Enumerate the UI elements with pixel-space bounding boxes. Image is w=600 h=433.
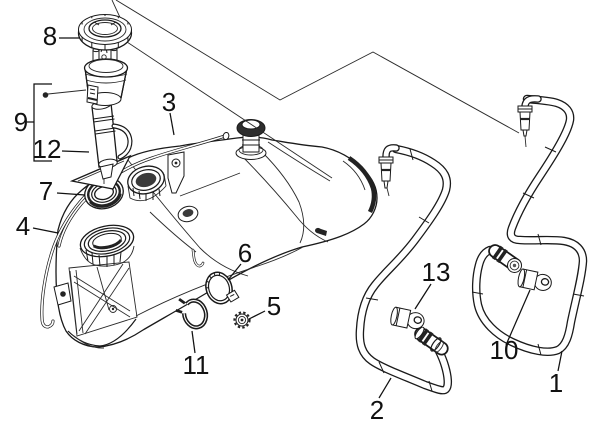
hose-2-connector (414, 326, 449, 356)
part-label-3: 3 (162, 87, 176, 117)
nut-5 (233, 311, 251, 329)
hose-2-fitting (378, 156, 394, 189)
part-label-1: 1 (549, 368, 563, 398)
part-label-4: 4 (16, 211, 30, 241)
tank-screw (109, 305, 117, 313)
tank-vent-hole (177, 205, 199, 223)
part-label-11: 11 (183, 350, 210, 380)
callouts: 8 9 12 3 7 4 6 5 11 13 10 2 1 (14, 21, 563, 425)
tank-filler-opening (79, 224, 135, 258)
fuel-tank (53, 119, 378, 349)
pump-position-line (126, 41, 333, 179)
part-label-10: 10 (490, 335, 519, 365)
part-label-9: 9 (14, 107, 28, 137)
tank-pump-opening (127, 165, 167, 202)
hose-1-connector (488, 244, 522, 273)
fuel-hose-2 (360, 144, 449, 391)
part-label-6: 6 (238, 238, 252, 268)
clamp-11 (175, 297, 209, 330)
fuel-tube-3 (57, 131, 230, 268)
part-label-8: 8 (43, 21, 57, 51)
part-label-2: 2 (370, 395, 384, 425)
part-label-5: 5 (267, 291, 281, 321)
hose-1-fitting (517, 105, 533, 137)
tank-valve-fitting (235, 119, 267, 160)
clip-13 (390, 306, 425, 330)
tank-edge-seam (347, 156, 377, 214)
fuel-pump-assembly (77, 14, 133, 184)
clamp-6 (205, 271, 240, 305)
part-label-7: 7 (39, 176, 53, 206)
fuel-hose-1 (471, 99, 584, 355)
clip-10 (517, 268, 552, 291)
part-label-13: 13 (422, 257, 451, 287)
ring-nut-8 (77, 14, 133, 51)
tank-mount-tab (167, 151, 185, 194)
part-label-12: 12 (33, 134, 62, 164)
